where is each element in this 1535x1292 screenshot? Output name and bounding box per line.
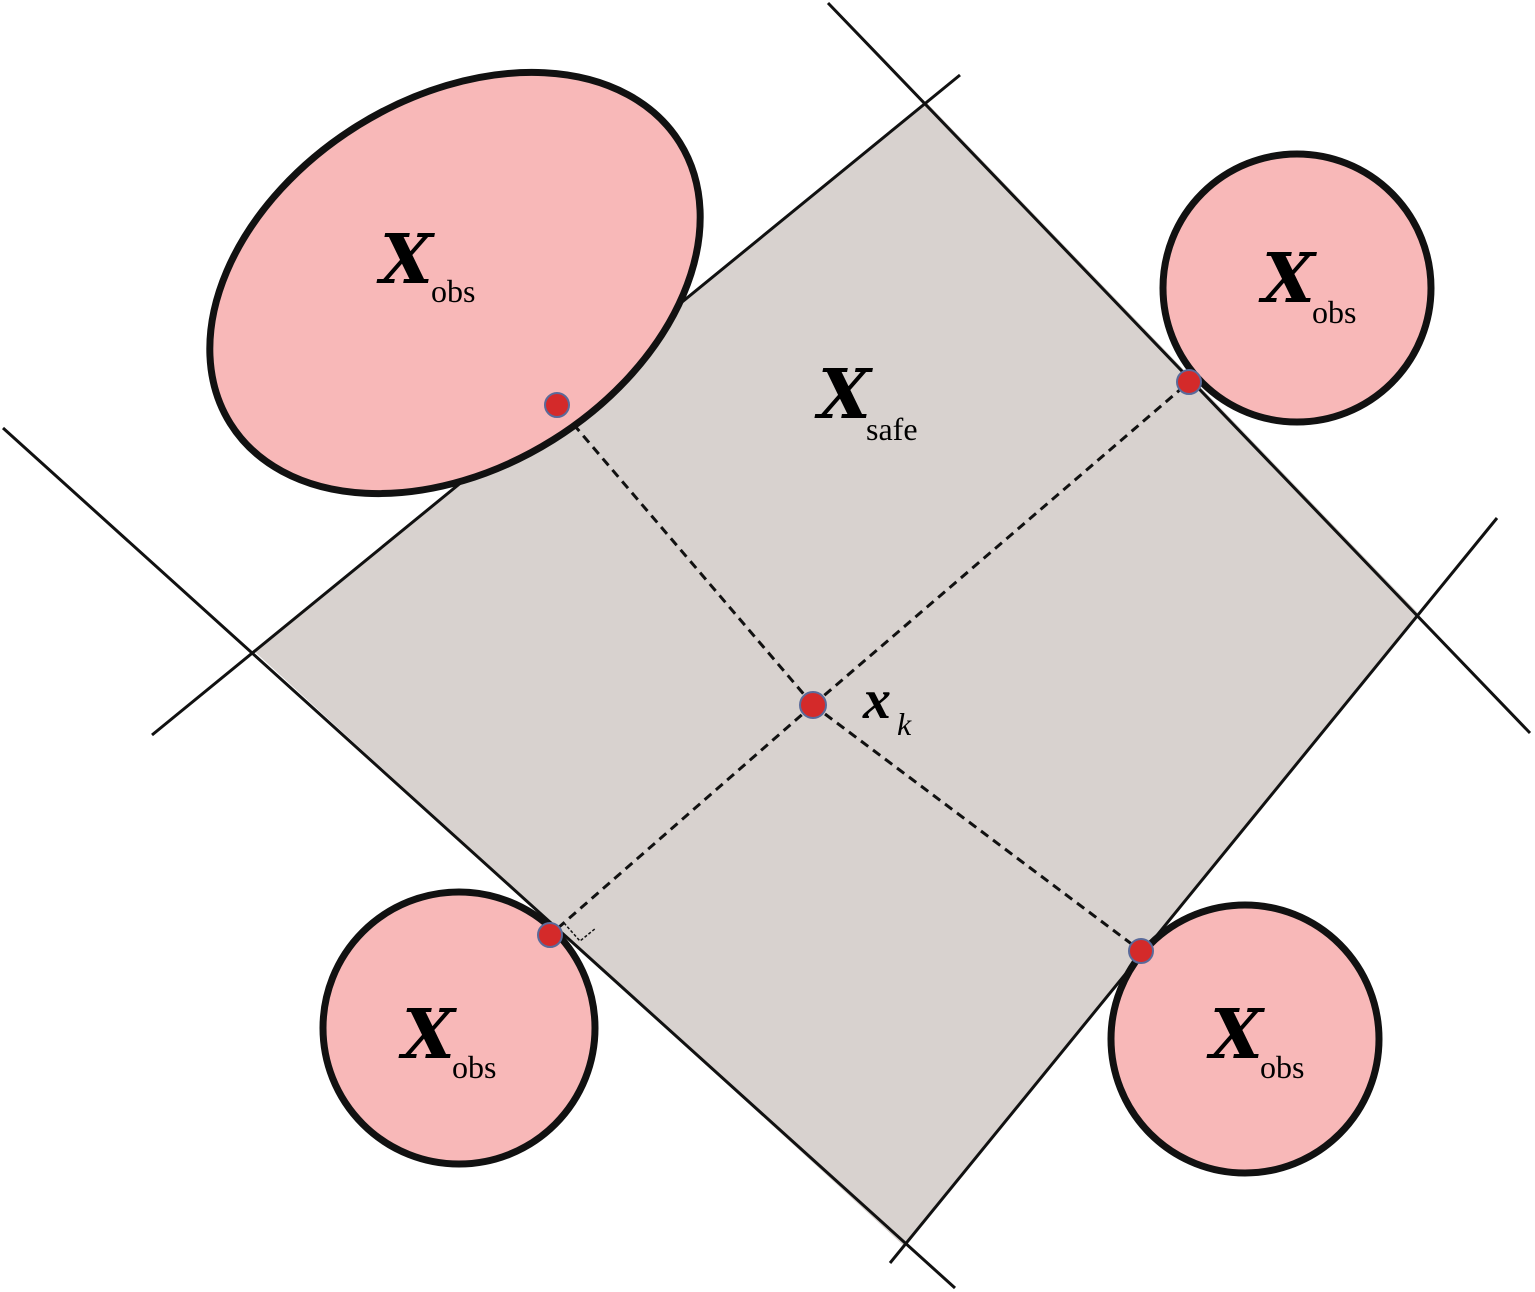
- dashed-line-upper-left: [555, 404, 815, 706]
- touch-point-bottom-left: [537, 922, 563, 948]
- obs-subscript: obs: [1260, 1049, 1304, 1085]
- safe-region: [255, 103, 1418, 1245]
- obs-symbol: X: [1206, 995, 1265, 1075]
- label-center-point: x k: [862, 669, 912, 742]
- touch-point-top-right: [1176, 369, 1202, 395]
- obstacle-circle-top-right: [1159, 150, 1435, 426]
- dashed-line-lower-left: [549, 703, 814, 937]
- xk-subscript: k: [897, 706, 912, 742]
- obs-symbol: X: [398, 995, 457, 1075]
- touch-point-bottom-right: [1128, 938, 1154, 964]
- boundary-line-bottom-left: [1, 426, 957, 1290]
- center-point-xk: [799, 691, 827, 719]
- label-obstacle-bottom-left: X obs: [398, 995, 496, 1085]
- safe-symbol: X: [814, 355, 873, 435]
- dashed-line-lower-right: [812, 703, 1142, 953]
- obs-subscript: obs: [452, 1049, 496, 1085]
- obs-symbol: X: [1258, 239, 1317, 319]
- label-obstacle-top-right: X obs: [1258, 239, 1356, 330]
- label-obstacle-ellipse: X obs: [376, 220, 475, 309]
- right-angle-marker-lower: [563, 922, 597, 943]
- boundary-line-bottom-right: [888, 517, 1499, 1264]
- touch-point-ellipse: [544, 392, 570, 418]
- boundary-line-top-right: [826, 1, 1532, 735]
- obs-subscript: obs: [431, 273, 475, 309]
- xk-symbol: x: [862, 669, 891, 731]
- obstacle-ellipse: [206, 68, 704, 498]
- label-obstacle-bottom-right: X obs: [1206, 995, 1304, 1085]
- safe-subscript: safe: [866, 411, 918, 447]
- touch-points: [537, 369, 1202, 964]
- obstacle-circle-bottom-right: [1107, 901, 1383, 1177]
- obstacles: [206, 68, 1435, 1177]
- obs-subscript: obs: [1312, 294, 1356, 330]
- obstacle-circle-bottom-left: [319, 888, 599, 1168]
- dashed-connectors: [549, 380, 1190, 953]
- obs-symbol: X: [376, 220, 435, 300]
- label-safe-region: X safe: [814, 355, 918, 447]
- dashed-line-upper-right: [812, 380, 1190, 707]
